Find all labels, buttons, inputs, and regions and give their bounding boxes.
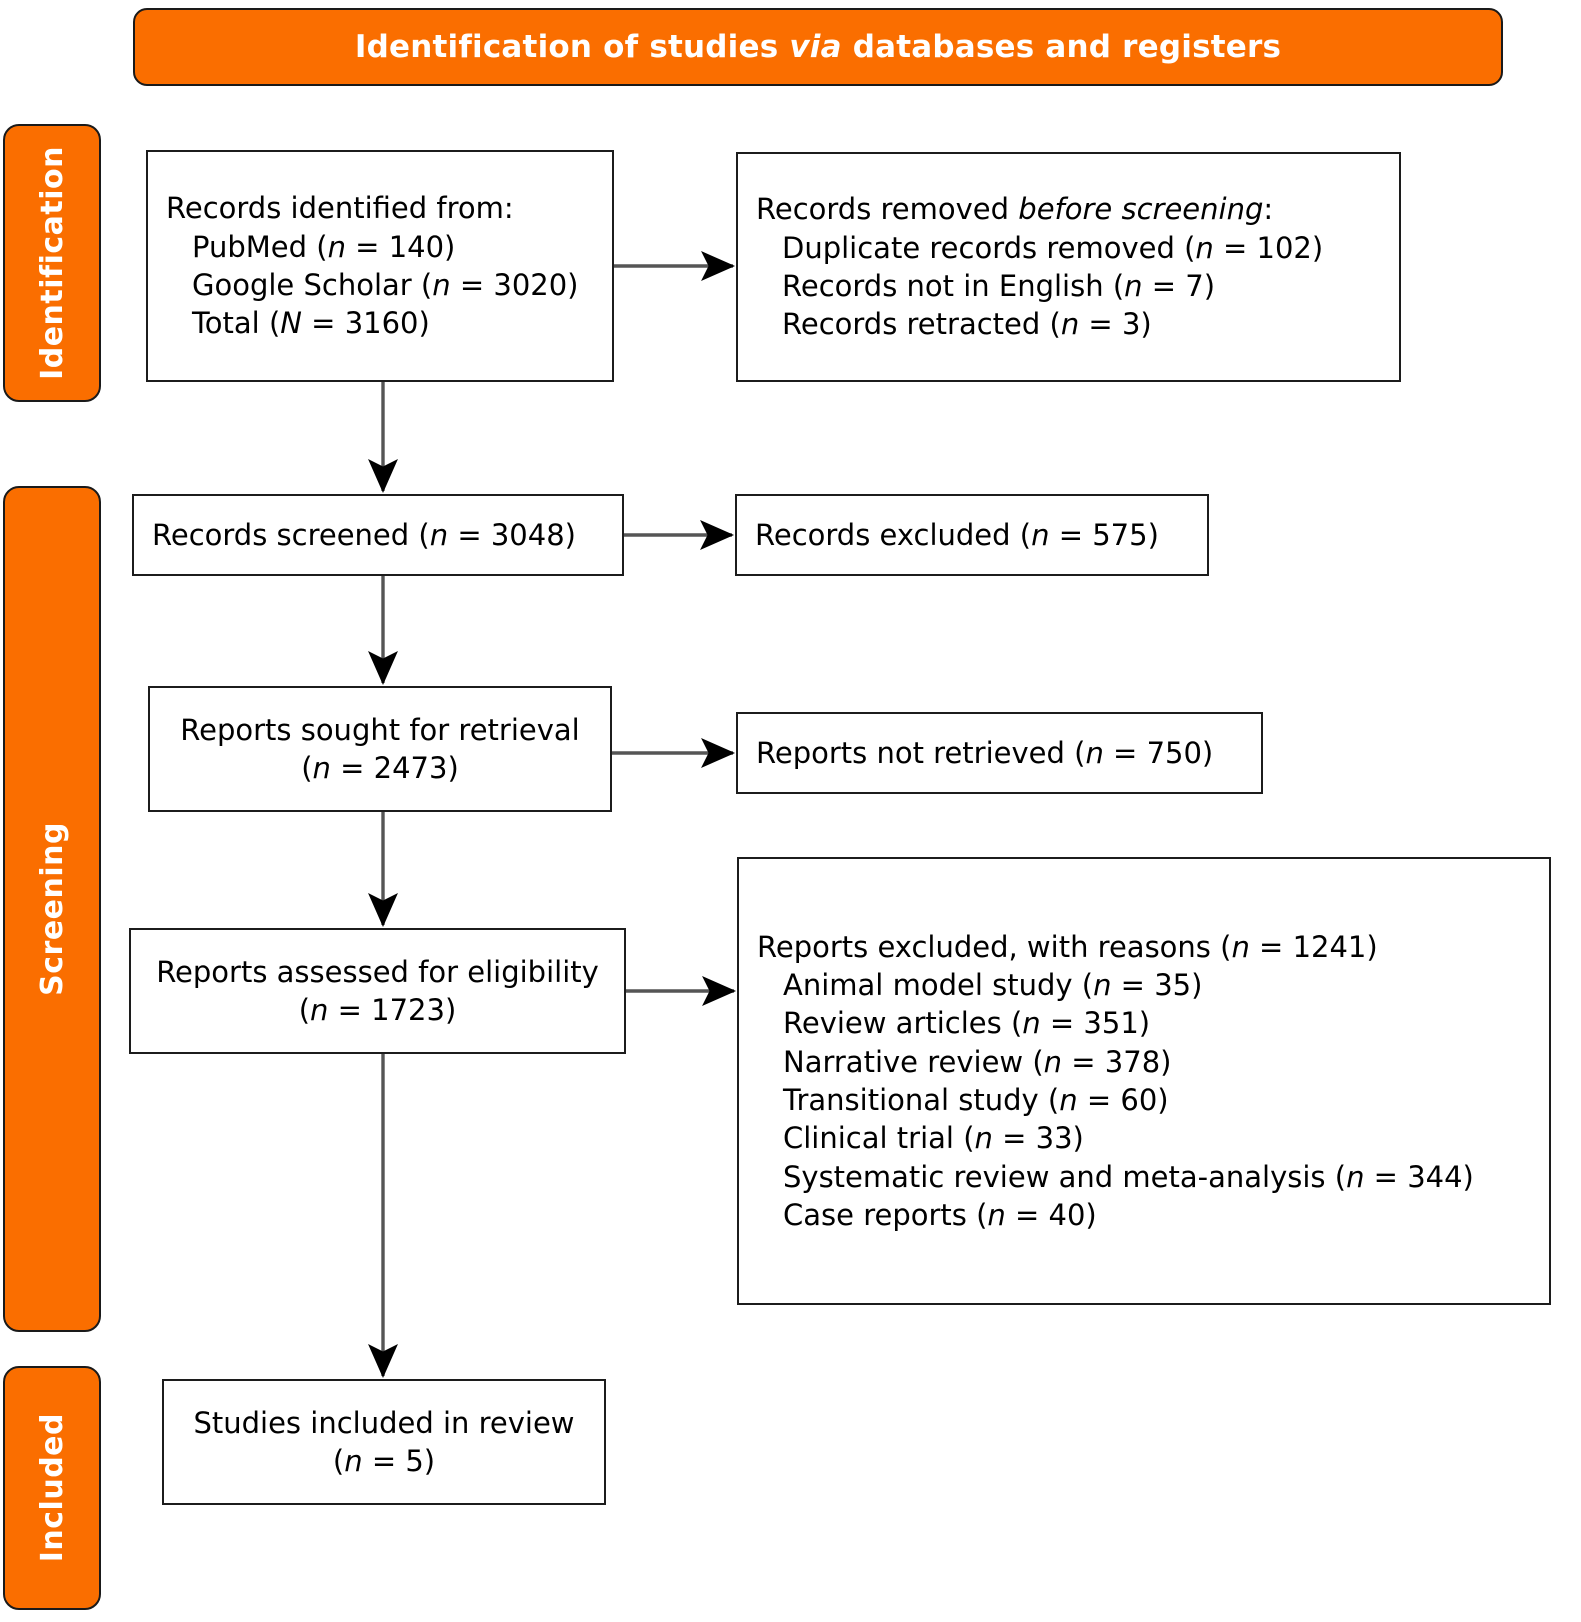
box-line-transitional-study: Transitional study (n = 60) xyxy=(783,1083,1169,1117)
box-line-google-scholar: Google Scholar (n = 3020) xyxy=(192,268,579,302)
box-studies-included-in-review: Studies included in review (n = 5) xyxy=(162,1379,606,1505)
box-line-systematic-review: Systematic review and meta-analysis (n =… xyxy=(783,1159,1474,1194)
box-line-included-title: Studies included in review xyxy=(193,1405,575,1440)
box-line-sought-title: Reports sought for retrieval xyxy=(180,712,580,747)
box-reports-assessed-for-eligibility: Reports assessed for eligibility (n = 17… xyxy=(129,928,626,1054)
stage-banner-identification: Identification xyxy=(3,124,101,402)
stage-banner-screening: Screening xyxy=(3,486,101,1332)
box-line-animal-model-study: Animal model study (n = 35) xyxy=(783,968,1203,1003)
box-line-not-retrieved: Reports not retrieved (n = 750) xyxy=(756,735,1214,770)
box-line-records-screened: Records screened (n = 3048) xyxy=(152,517,576,552)
box-records-screened: Records screened (n = 3048) xyxy=(132,494,624,576)
stage-label-included: Included xyxy=(34,1413,70,1563)
box-heading: Records removed before screening: xyxy=(756,192,1274,227)
box-line-clinical-trial: Clinical trial (n = 33) xyxy=(783,1121,1084,1156)
box-line-review-articles: Review articles (n = 351) xyxy=(783,1006,1151,1041)
box-reports-not-retrieved: Reports not retrieved (n = 750) xyxy=(736,712,1263,794)
box-line-duplicates: Duplicate records removed (n = 102) xyxy=(782,230,1324,265)
box-records-removed-before-screening: Records removed before screening: Duplic… xyxy=(736,152,1401,382)
box-reports-excluded-with-reasons: Reports excluded, with reasons (n = 1241… xyxy=(737,857,1551,1305)
box-reports-sought-for-retrieval: Reports sought for retrieval (n = 2473) xyxy=(148,686,612,812)
box-line-assessed-title: Reports assessed for eligibility xyxy=(156,954,599,989)
box-line-pubmed: PubMed (n = 140) xyxy=(192,229,456,264)
box-line-records-excluded: Records excluded (n = 575) xyxy=(755,517,1159,552)
box-line-sought-count: (n = 2473) xyxy=(301,751,459,785)
box-line-retracted: Records retracted (n = 3) xyxy=(782,307,1152,342)
stage-label-screening: Screening xyxy=(34,822,70,996)
box-line-included-count: (n = 5) xyxy=(332,1444,436,1478)
box-line-assessed-count: (n = 1723) xyxy=(298,993,457,1027)
box-heading: Records identified from: xyxy=(166,191,514,226)
box-records-excluded: Records excluded (n = 575) xyxy=(735,494,1209,576)
header-title: Identification of studies via databases … xyxy=(354,29,1282,65)
box-heading: Reports excluded, with reasons (n = 1241… xyxy=(757,929,1378,964)
box-records-identified: Records identified from: PubMed (n = 140… xyxy=(146,150,614,382)
box-line-case-reports: Case reports (n = 40) xyxy=(783,1197,1097,1232)
stage-label-identification: Identification xyxy=(34,146,70,380)
box-line-not-english: Records not in English (n = 7) xyxy=(782,269,1216,303)
box-line-total: Total (N = 3160) xyxy=(192,306,430,341)
box-line-narrative-review: Narrative review (n = 378) xyxy=(783,1044,1172,1079)
header-banner: Identification of studies via databases … xyxy=(133,8,1503,86)
stage-banner-included: Included xyxy=(3,1366,101,1610)
